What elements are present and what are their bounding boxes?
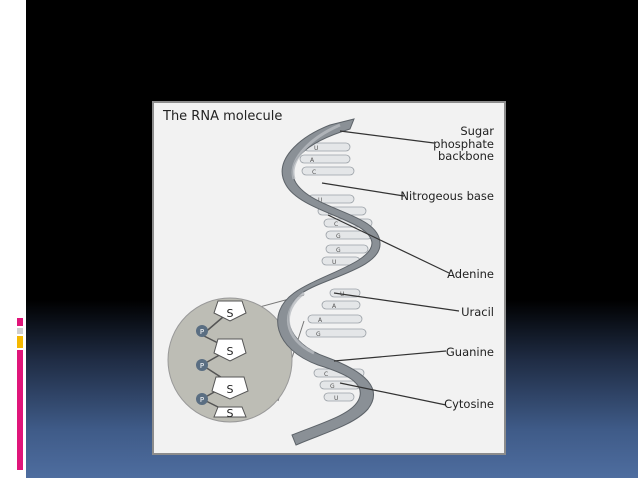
base-letter: U — [318, 197, 322, 204]
rna-helix-illustration: P P P S S S S UACUACGGUUAAGCGU — [167, 118, 460, 446]
slide-decoration — [14, 46, 26, 76]
label-guanine: Guanine — [445, 345, 494, 359]
accent-bar-yellow — [17, 336, 23, 348]
base-rung — [329, 288, 361, 298]
base-letter: U — [332, 259, 336, 266]
base-rung — [299, 154, 351, 164]
sugar-letter: S — [227, 307, 234, 320]
phosphate-letter: P — [200, 362, 204, 370]
base-letter: G — [336, 247, 341, 254]
sugar-letter: S — [227, 383, 234, 396]
sugar-letter: S — [227, 345, 234, 358]
label-pointers — [321, 130, 460, 406]
sugar-pentagon — [213, 300, 247, 322]
rna-diagram-panel: The RNA molecule P P P S S S S — [152, 101, 506, 455]
label-adenine: Adenine — [447, 267, 494, 281]
base-letter: G — [336, 233, 341, 240]
phosphate-letter: P — [200, 396, 204, 404]
accent-bar-pink-small — [17, 318, 23, 326]
label-uracil: Uracil — [461, 305, 494, 319]
accent-bar-pink — [17, 350, 23, 470]
label-line-backbone: backbone — [437, 149, 494, 163]
base-letter: G — [316, 331, 321, 338]
base-rung — [323, 392, 355, 402]
base-rung — [319, 380, 361, 390]
base-rung — [307, 314, 363, 324]
inset-magnifier: P P P S S S S — [167, 294, 305, 423]
base-rung — [325, 244, 369, 254]
sugar-pentagon — [213, 338, 247, 362]
sugar-pentagon — [213, 406, 247, 418]
diagram-title: The RNA molecule — [163, 109, 283, 124]
sugar-phosphate-backbone-ribbon — [277, 118, 381, 446]
label-sugar-phosphate-backbone: Sugar phosphate backbone — [433, 125, 494, 163]
base-letter: A — [332, 303, 337, 310]
phosphate-circle — [196, 393, 208, 405]
base-letter: C — [324, 371, 328, 378]
base-letter: G — [330, 383, 335, 390]
base-letter: C — [312, 169, 316, 176]
base-letter: U — [334, 395, 338, 402]
accent-bar-gray — [17, 328, 23, 334]
base-letter: A — [310, 157, 315, 164]
label-cytosine: Cytosine — [444, 397, 494, 411]
phosphate-letter: P — [200, 328, 204, 336]
base-letter: C — [334, 221, 338, 228]
label-nitrogeous-base: Nitrogeous base — [400, 189, 494, 203]
base-rung — [301, 166, 355, 176]
sugar-pentagon — [211, 376, 249, 400]
base-letter: A — [318, 317, 323, 324]
phosphate-circle — [196, 359, 208, 371]
base-letter: U — [314, 145, 318, 152]
label-line-sugar: Sugar — [460, 124, 494, 138]
phosphate-circle — [196, 325, 208, 337]
base-rung — [305, 328, 367, 338]
base-rung — [321, 300, 361, 310]
sugar-letter: S — [227, 407, 234, 420]
label-line-phosphate: phosphate — [433, 136, 494, 151]
